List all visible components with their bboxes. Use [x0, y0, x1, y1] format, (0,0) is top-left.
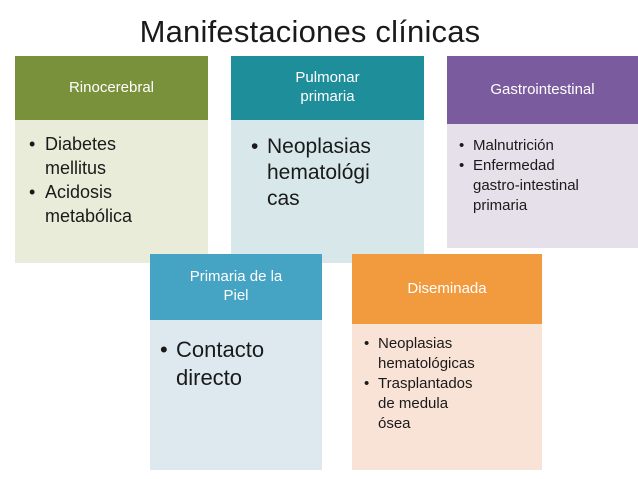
card-header-line: primaria: [300, 88, 355, 105]
card-diseminada: Diseminada Neoplasias hematológicas Tras…: [352, 254, 542, 470]
card-header: Primaria de la Piel: [150, 254, 322, 320]
item-text-line: hematológi: [267, 161, 370, 184]
item-text-line: Neoplasias: [378, 335, 453, 352]
item-text-line: hematológicas: [378, 355, 475, 372]
card-header: Gastrointestinal: [447, 56, 638, 124]
item-text-line: mellitus: [45, 158, 107, 178]
card-pulmonar: Pulmonar primaria Neoplasias hematológi …: [231, 56, 424, 263]
list-item: Trasplantados de medula ósea: [364, 374, 542, 434]
item-text-line: Malnutrición: [473, 137, 554, 154]
item-text-line: Contacto: [176, 337, 265, 362]
item-text-line: directo: [176, 365, 243, 390]
card-header: Rinocerebral: [15, 56, 208, 120]
card-header-line: Pulmonar: [295, 69, 360, 87]
card-header-line: Primaria de la: [189, 268, 283, 286]
list-item: Neoplasias hematológi cas: [251, 134, 424, 212]
item-text-line: Enfermedad: [473, 157, 555, 174]
card-header-line: Diseminada: [407, 279, 487, 297]
bullet-list: Contacto directo: [150, 320, 322, 392]
list-item: Acidosis metabólica: [29, 180, 208, 228]
card-body: Neoplasias hematológi cas: [231, 120, 424, 263]
card-header-line: Piel: [223, 287, 249, 304]
item-text-line: Diabetes: [45, 134, 117, 154]
card-header: Pulmonar primaria: [231, 56, 424, 120]
item-text-line: Neoplasias: [267, 135, 371, 158]
list-item: Neoplasias hematológicas: [364, 334, 542, 374]
card-header: Diseminada: [352, 254, 542, 324]
card-body: Neoplasias hematológicas Trasplantados d…: [352, 324, 542, 470]
bullet-list: Neoplasias hematológi cas: [231, 120, 424, 212]
list-item: Malnutrición: [459, 136, 638, 156]
page-title: Manifestaciones clínicas: [139, 14, 481, 49]
item-text-line: primaria: [473, 197, 528, 214]
card-rinocerebral: Rinocerebral Diabetes mellitus Acidosis …: [15, 56, 208, 263]
bullet-list: Diabetes mellitus Acidosis metabólica: [15, 120, 208, 228]
bullet-list: Neoplasias hematológicas Trasplantados d…: [352, 324, 542, 434]
card-header-line: Rinocerebral: [68, 78, 155, 96]
item-text-line: Acidosis: [45, 182, 113, 202]
card-piel: Primaria de la Piel Contacto directo: [150, 254, 322, 470]
item-text-line: ósea: [378, 415, 411, 432]
list-item: Enfermedad gastro-intestinal primaria: [459, 156, 638, 216]
card-body: Diabetes mellitus Acidosis metabólica: [15, 120, 208, 263]
bullet-list: Malnutrición Enfermedad gastro-intestina…: [447, 124, 638, 216]
card-gastrointestinal: Gastrointestinal Malnutrición Enfermedad…: [447, 56, 638, 248]
list-item: Diabetes mellitus: [29, 132, 208, 180]
item-text-line: Trasplantados: [378, 375, 473, 392]
card-header-line: Gastrointestinal: [490, 80, 595, 98]
card-body: Contacto directo: [150, 320, 322, 470]
list-item: Contacto directo: [160, 336, 322, 392]
item-text-line: de medula: [378, 395, 449, 412]
item-text-line: metabólica: [45, 206, 133, 226]
item-text-line: cas: [267, 187, 300, 210]
item-text-line: gastro-intestinal: [473, 177, 579, 194]
card-body: Malnutrición Enfermedad gastro-intestina…: [447, 124, 638, 248]
